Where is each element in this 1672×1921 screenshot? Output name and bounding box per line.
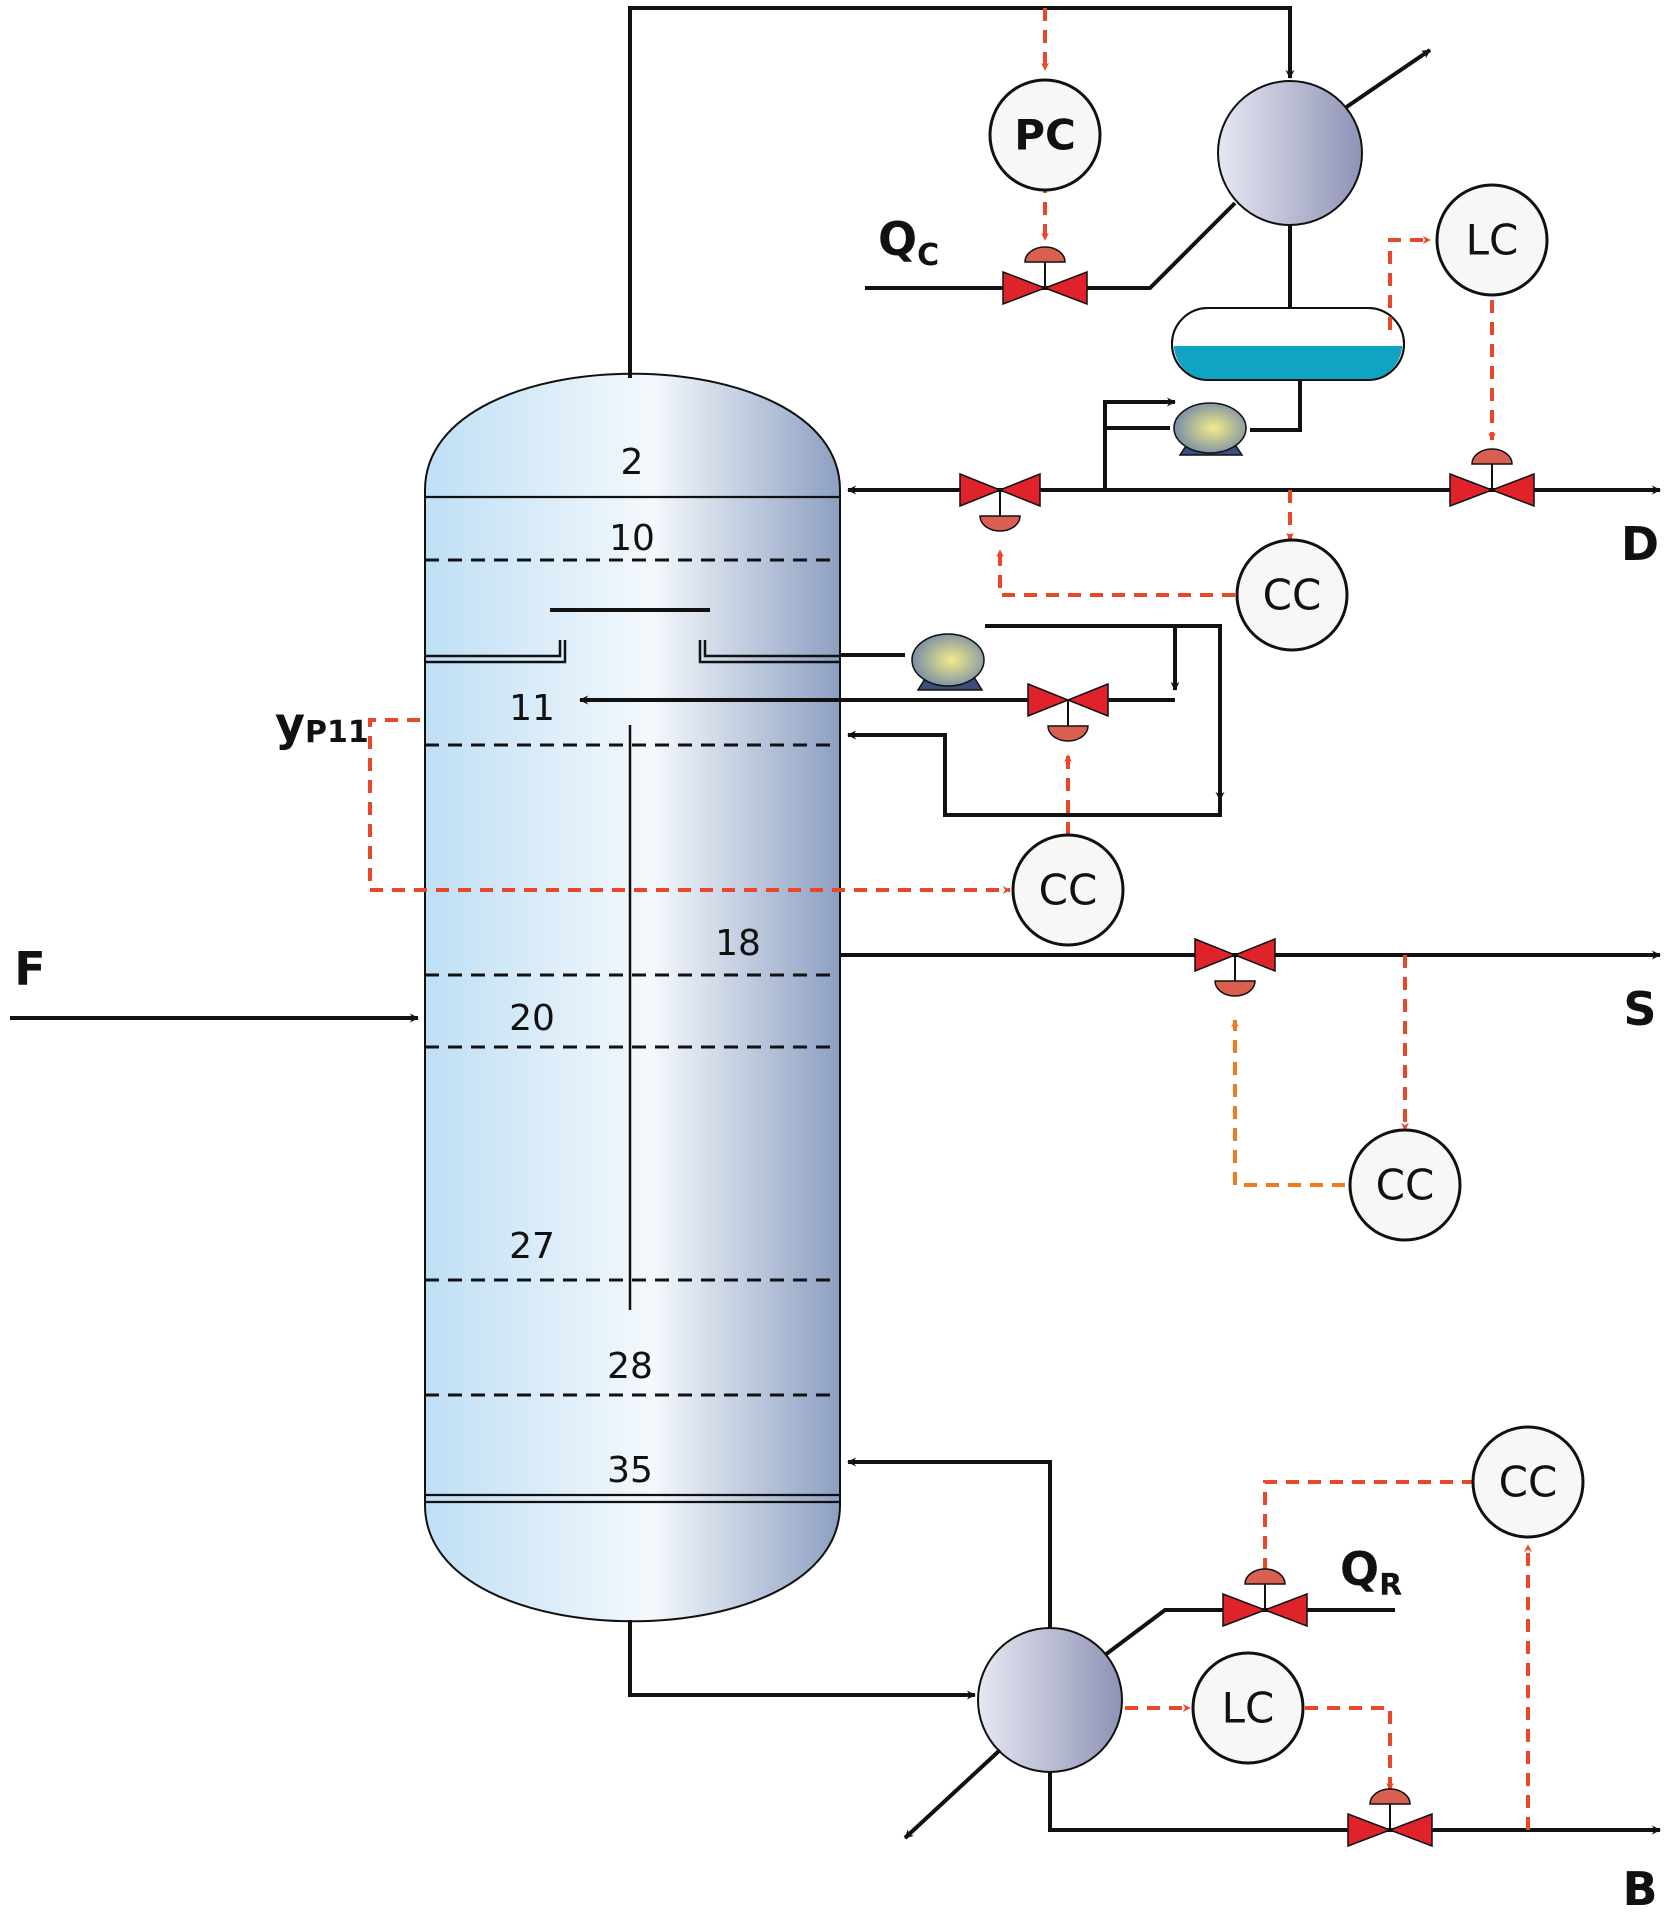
stream-label-distillate: D bbox=[1621, 517, 1659, 571]
distillation-column: 2 10 11 18 20 27 28 35 bbox=[424, 372, 841, 1623]
controller-cc-bottom[interactable]: CC bbox=[1471, 1425, 1585, 1539]
controller-cc-middle[interactable]: CC bbox=[1011, 833, 1125, 947]
reboiler-duty-label: QR bbox=[1340, 1542, 1402, 1603]
condenser-duty-label: QC bbox=[878, 212, 939, 273]
side-loop bbox=[579, 624, 1225, 817]
controller-cc-side[interactable]: CC bbox=[1348, 1128, 1462, 1242]
control-valve-distillate[interactable] bbox=[1449, 448, 1535, 508]
control-valve-side-draw[interactable] bbox=[1194, 937, 1276, 997]
control-valve-bottoms[interactable] bbox=[1347, 1788, 1433, 1848]
control-valve-reflux[interactable] bbox=[959, 472, 1041, 532]
tray-label-27: 27 bbox=[509, 1226, 555, 1267]
tray-label-11: 11 bbox=[509, 688, 555, 729]
coolant-line bbox=[865, 201, 1237, 290]
bottom-section: QR B bbox=[628, 1457, 1661, 1916]
tray-label-10: 10 bbox=[609, 518, 655, 559]
svg-text:CC: CC bbox=[1376, 1161, 1435, 1210]
stream-label-feed: F bbox=[14, 942, 45, 996]
svg-text:LC: LC bbox=[1222, 1684, 1275, 1733]
tray-label-2: 2 bbox=[621, 442, 644, 483]
bottoms-to-reboiler bbox=[628, 1620, 976, 1700]
svg-text:CC: CC bbox=[1039, 866, 1098, 915]
control-valve-condenser[interactable] bbox=[1002, 246, 1088, 306]
reflux-drum bbox=[1171, 307, 1405, 381]
svg-text:CC: CC bbox=[1263, 571, 1322, 620]
svg-text:LC: LC bbox=[1466, 216, 1519, 265]
measurement-label-yp11: yP11 bbox=[275, 697, 369, 751]
control-valve-side-loop[interactable] bbox=[1027, 682, 1109, 742]
side-draw: S bbox=[840, 950, 1661, 1036]
controller-lc-top[interactable]: LC bbox=[1435, 183, 1549, 297]
tray-label-28: 28 bbox=[607, 1346, 653, 1387]
feed: F bbox=[10, 942, 419, 1023]
svg-text:PC: PC bbox=[1014, 111, 1076, 160]
condenser bbox=[1217, 80, 1363, 226]
stream-label-bottoms: B bbox=[1622, 1862, 1657, 1916]
svg-text:CC: CC bbox=[1499, 1458, 1558, 1507]
overhead-vapor-line bbox=[628, 6, 1295, 378]
bottoms-line bbox=[1048, 1772, 1661, 1835]
controller-lc-bottom[interactable]: LC bbox=[1191, 1651, 1305, 1765]
control-valve-steam[interactable] bbox=[1222, 1568, 1308, 1628]
tray-label-20: 20 bbox=[509, 998, 555, 1039]
stream-label-side: S bbox=[1623, 982, 1656, 1036]
reboiler-vapor-return bbox=[847, 1457, 1052, 1628]
condenser-outlet-arrow bbox=[1343, 48, 1432, 110]
tray-label-18: 18 bbox=[715, 923, 761, 964]
overhead-section: QC D bbox=[628, 6, 1661, 571]
tray-label-35: 35 bbox=[607, 1450, 653, 1491]
controller-cc-distillate[interactable]: CC bbox=[1235, 538, 1349, 652]
reflux-pump bbox=[1173, 402, 1247, 456]
control-signals bbox=[368, 8, 1532, 1830]
steam-line bbox=[1103, 1608, 1395, 1657]
controller-pc[interactable]: PC bbox=[988, 78, 1102, 192]
side-pump bbox=[911, 633, 985, 691]
